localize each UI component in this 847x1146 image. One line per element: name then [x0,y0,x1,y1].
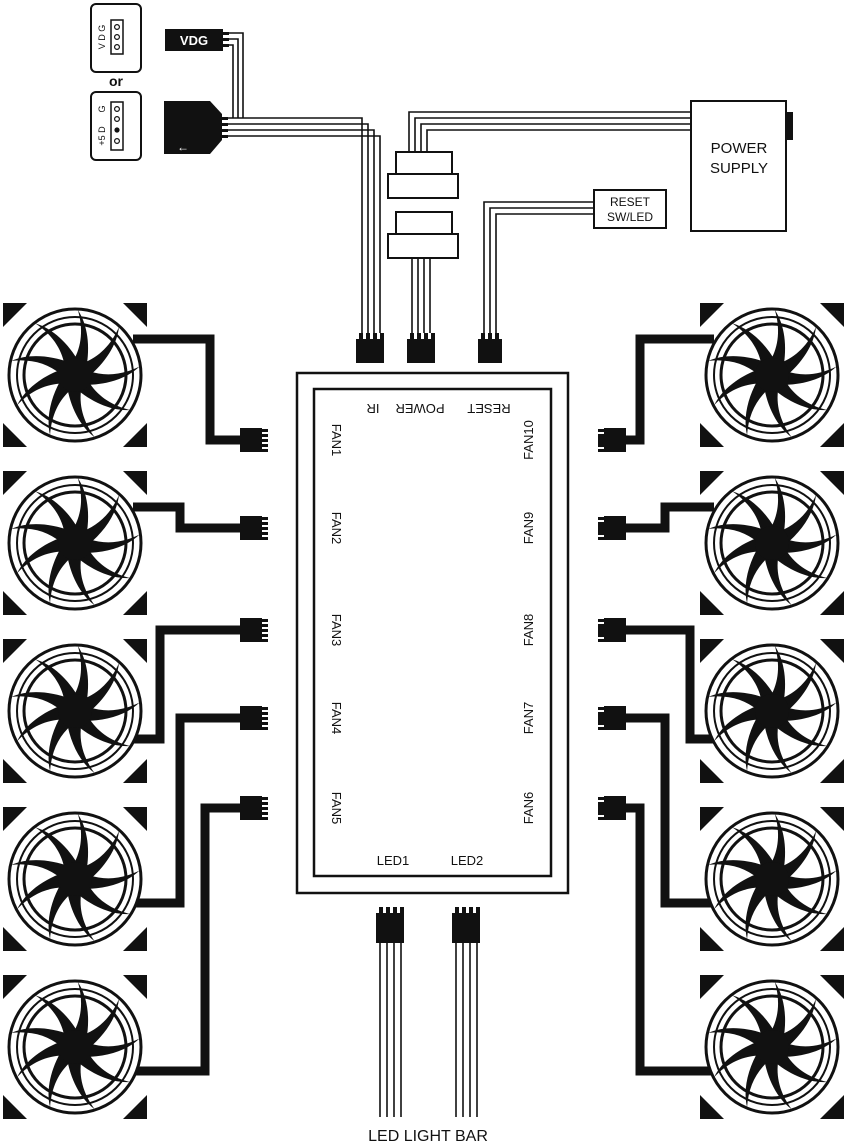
fan-cable [598,502,714,533]
vdg-header-pins-icon [110,19,124,55]
fan-fan8 [598,618,846,785]
reset-label-1: RESET [610,195,651,209]
hub-port-led1: LED1 [377,853,410,868]
reset-plug [478,333,502,363]
vdg-connector [165,29,223,51]
hub-port-fan4: FAN4 [329,702,344,735]
reset-label-2: SW/LED [607,210,653,224]
hub-port-led2: LED2 [451,853,484,868]
molex-connector-top [387,151,459,199]
fan-fan10 [598,301,846,452]
alt-header-pins-icon [110,101,124,151]
hub-port-ir: IR [367,401,380,416]
fan-cable [133,803,240,1076]
led1-plug [376,907,404,943]
led-cables [379,943,478,1117]
fan-icon [698,805,846,953]
connector-icon [240,618,268,642]
arrow-icon: ← [177,140,189,154]
power-supply-box [690,100,787,232]
connector-icon [598,516,626,540]
connector-icon [598,706,626,730]
connector-icon [598,796,626,820]
fan-fan2 [1,469,268,617]
power-supply-switch [786,112,793,140]
vdg-connector-pins-icon [223,32,229,47]
hub-port-power: POWER [395,401,444,416]
ir-plug [356,333,384,363]
hub-port-fan2: FAN2 [329,512,344,545]
fan-cable [598,625,714,744]
vdg-pin-label: V D G [97,25,107,50]
fan-icon [698,469,846,617]
fan-icon [1,637,149,785]
fan-fan7 [598,706,846,953]
reset-cable [483,201,594,333]
arrow-connector-pins-icon [222,117,228,138]
hub-port-fan7: FAN7 [521,702,536,735]
reset-box [593,189,667,229]
fan-icon [1,973,149,1121]
fan-fan6 [598,796,846,1121]
led2-plug [452,907,480,943]
fan-icon [698,973,846,1121]
connector-icon [598,428,626,452]
fan-fan5 [1,796,268,1121]
connector-icon [240,516,268,540]
alt-pin-label-5vd: +5 D [97,126,107,146]
hub-port-fan6: FAN6 [521,792,536,825]
fan-cable [598,803,714,1076]
fan-icon [1,805,149,953]
fan-icon [698,301,846,449]
power-supply-label-1: POWER [711,140,768,157]
fan-icon [1,301,149,449]
fan-icon [1,469,149,617]
fan-icon [698,637,846,785]
fan-cable [598,334,714,445]
fan-cable [133,625,240,744]
hub-outer [295,371,570,895]
fan-fan9 [598,469,846,617]
fan-fan4 [1,706,268,953]
hub-port-fan9: FAN9 [521,512,536,545]
hub-port-reset: RESET [467,401,510,416]
power-supply-label-2: SUPPLY [710,160,768,177]
hub-inner [312,387,553,878]
hub-port-fan1: FAN1 [329,424,344,457]
hub-port-fan3: FAN3 [329,614,344,647]
fans-layer [1,301,846,1121]
alt-pin-label-g: G [97,105,107,112]
fan-cable [133,334,240,445]
led-light-bar-label: LED LIGHT BAR [368,1128,488,1145]
fan-cable [133,713,240,908]
fan-fan1 [1,301,268,452]
ir-cable [228,32,381,333]
power-cable-lower [411,258,431,333]
hub-port-fan8: FAN8 [521,614,536,647]
hub-port-fan10: FAN10 [521,420,536,460]
connector-icon [240,796,268,820]
connector-icon [240,706,268,730]
fan-cable [133,502,240,533]
fan-fan3 [1,618,268,785]
vdg-connector-label: VDG [180,33,208,48]
or-label: or [109,73,124,89]
molex-connector-bottom [387,211,459,259]
power-cable [408,111,691,152]
power-plug [407,333,435,363]
connector-icon [598,618,626,642]
hub-port-fan5: FAN5 [329,792,344,825]
arrow-connector [164,101,222,154]
connector-icon [240,428,268,452]
fan-cable [598,713,714,908]
